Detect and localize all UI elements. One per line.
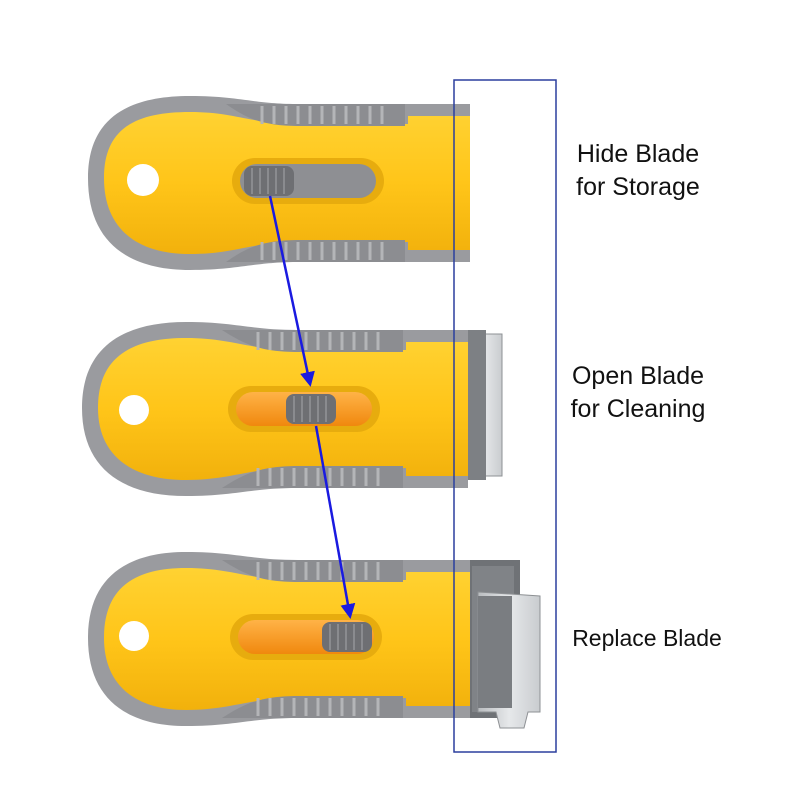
label-open-blade: Open Blade for Cleaning: [548, 360, 728, 426]
scraper-open-image: [82, 322, 503, 496]
blade-frame: [453, 79, 557, 753]
scraper-replace-image: [88, 552, 541, 729]
label-open-line1: Open Blade: [571, 362, 705, 390]
label-hide-line1: Hide Blade: [576, 140, 700, 168]
step-arrow: [314, 425, 356, 619]
label-hide-blade: Hide Blade for Storage: [558, 138, 718, 204]
label-hide-line2: for Storage: [576, 173, 700, 201]
label-open-line2: for Cleaning: [570, 395, 706, 423]
step-arrow: [268, 195, 315, 387]
label-replace-line: Replace Blade: [572, 625, 722, 651]
label-replace-blade: Replace Blade: [552, 622, 742, 655]
scraper-closed-image: [88, 96, 470, 270]
